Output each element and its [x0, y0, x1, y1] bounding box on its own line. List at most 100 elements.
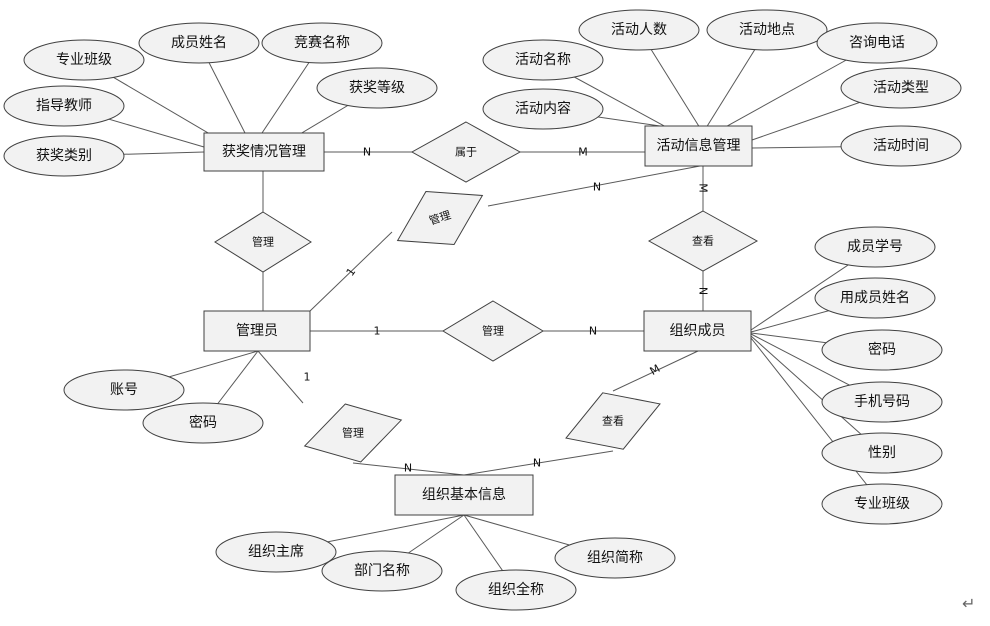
attribute-label: 活动名称 — [515, 52, 571, 68]
entity-box — [644, 125, 753, 167]
entity-label: 组织基本信息 — [422, 486, 506, 503]
attribute-award-1: 成员姓名 — [138, 22, 260, 64]
attribute-orginfo-3: 组织简称 — [554, 537, 676, 579]
cardinality-view_member: N — [697, 287, 710, 295]
cardinality-manage_member_member: N — [589, 325, 597, 338]
entity-label: 获奖情况管理 — [222, 143, 306, 160]
attribute-label: 成员姓名 — [171, 35, 227, 51]
cardinality-award_belongs: N — [363, 146, 371, 159]
attribute-ellipse — [142, 402, 264, 444]
attribute-label: 获奖类别 — [36, 147, 92, 164]
entity-label: 活动信息管理 — [657, 137, 741, 154]
entity-box — [643, 310, 752, 352]
attribute-ellipse — [316, 67, 438, 109]
cardinality-belongs_activity: M — [578, 146, 588, 159]
attribute-ellipse — [261, 22, 383, 64]
attribute-label: 密码 — [868, 341, 896, 358]
cardinality-manage_activity_activity: N — [593, 181, 601, 194]
attribute-label: 获奖等级 — [349, 79, 405, 96]
cardinality-admin_manage_org: 1 — [304, 371, 311, 384]
relationship-diamond — [214, 211, 312, 273]
cardinality-activity_view: M — [697, 183, 710, 193]
attribute-member-1: 用成员姓名 — [814, 277, 936, 319]
attribute-ellipse — [821, 329, 943, 371]
attribute-ellipse — [814, 226, 936, 268]
relationship-manage_award: 管理 — [214, 211, 312, 273]
relationship-label: 查看 — [602, 414, 624, 428]
relationship-view_activity: 查看 — [647, 210, 759, 272]
attribute-label: 部门名称 — [354, 563, 410, 579]
attribute-label: 咨询电话 — [849, 35, 905, 51]
relationship-label: 查看 — [692, 234, 714, 248]
attribute-member-0: 成员学号 — [814, 226, 936, 268]
cardinality-admin_manage_member: 1 — [374, 325, 381, 338]
line-member-view-org — [612, 350, 699, 392]
attribute-ellipse — [482, 39, 604, 81]
relationship-belongs: 属于 — [410, 121, 522, 183]
relationship-diamond — [647, 210, 759, 272]
attribute-ellipse — [814, 277, 936, 319]
attribute-label: 专业班级 — [854, 496, 910, 512]
attribute-ellipse — [554, 537, 676, 579]
attribute-admin-1: 密码 — [142, 402, 264, 444]
attribute-ellipse — [578, 9, 700, 51]
attribute-ellipse — [482, 88, 604, 130]
entity-box — [394, 474, 534, 516]
attribute-orginfo-2: 组织全称 — [455, 569, 577, 611]
relationship-manage_org: 管理 — [303, 403, 403, 463]
attribute-ellipse — [840, 67, 962, 109]
attribute-orginfo-0: 组织主席 — [215, 531, 337, 573]
attribute-member-3: 手机号码 — [821, 381, 943, 423]
attribute-ellipse — [321, 550, 443, 592]
cardinality-manage_org_org: N — [404, 462, 412, 475]
attribute-label: 组织主席 — [248, 544, 304, 560]
relationship-label: 管理 — [342, 426, 364, 440]
attribute-label: 竞赛名称 — [294, 34, 350, 51]
attribute-ellipse — [3, 85, 125, 127]
attribute-label: 指导教师 — [36, 98, 92, 114]
attribute-label: 活动类型 — [873, 80, 929, 96]
attribute-label: 成员学号 — [847, 239, 903, 255]
attribute-ellipse — [138, 22, 260, 64]
attribute-admin-0: 账号 — [63, 369, 185, 411]
entity-box — [203, 132, 325, 172]
attribute-label: 手机号码 — [854, 394, 910, 410]
attribute-member-5: 专业班级 — [821, 483, 943, 525]
attribute-award-5: 获奖类别 — [3, 135, 125, 177]
line-admin-manage-activity — [309, 231, 393, 312]
attribute-label: 账号 — [110, 382, 138, 398]
entity-member: 组织成员 — [643, 310, 752, 352]
line-admin-manage-org — [257, 350, 304, 404]
cardinality-view_org_org: N — [533, 457, 541, 470]
entity-label: 组织成员 — [670, 323, 726, 339]
paragraph-return-mark: ↵ — [962, 594, 976, 613]
attribute-activity-1: 活动人数 — [578, 9, 700, 51]
attribute-label: 活动内容 — [515, 100, 571, 117]
attribute-ellipse — [3, 135, 125, 177]
relationship-view_org: 查看 — [565, 392, 661, 450]
attribute-ellipse — [63, 369, 185, 411]
attribute-member-4: 性别 — [821, 432, 943, 474]
line-member-gender — [750, 335, 883, 454]
line-manage-activity-activity — [487, 165, 701, 207]
attribute-member-2: 密码 — [821, 329, 943, 371]
attribute-label: 密码 — [189, 414, 217, 431]
attribute-activity-3: 咨询电话 — [816, 22, 938, 64]
attribute-award-3: 获奖等级 — [316, 67, 438, 109]
attribute-label: 活动时间 — [873, 138, 929, 154]
attribute-award-0: 专业班级 — [23, 39, 145, 81]
attribute-label: 组织简称 — [587, 549, 643, 566]
attribute-activity-2: 活动地点 — [706, 9, 828, 51]
attribute-label: 专业班级 — [56, 52, 112, 68]
relationship-diamond — [442, 300, 544, 362]
entity-label: 管理员 — [236, 323, 278, 339]
relationship-label: 管理 — [482, 324, 504, 338]
entity-orginfo: 组织基本信息 — [394, 474, 534, 516]
attribute-award-4: 指导教师 — [3, 85, 125, 127]
relationship-manage_member: 管理 — [442, 300, 544, 362]
relationship-diamond — [565, 392, 661, 450]
entity-activity: 活动信息管理 — [644, 125, 753, 167]
cardinality-member_view_org: M — [648, 362, 663, 378]
entity-award: 获奖情况管理 — [203, 132, 325, 172]
relationship-diamond — [410, 121, 522, 183]
